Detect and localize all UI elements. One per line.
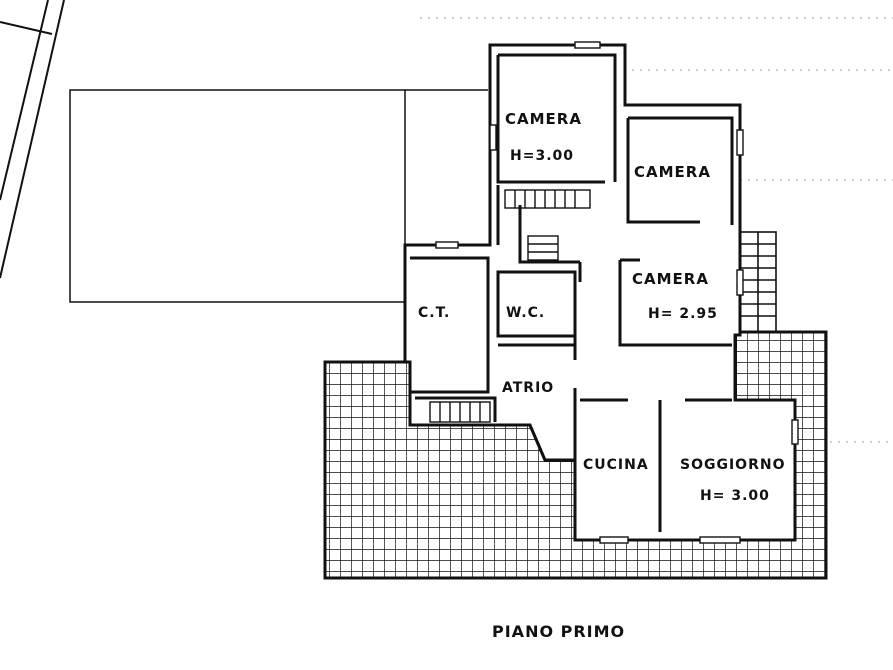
room-height-camera-3: H= 2.95 [648, 306, 718, 322]
interior-walls [410, 53, 734, 532]
room-name-camera-2: CAMERA [634, 163, 711, 181]
boundary-lines [0, 0, 65, 279]
internal-stairs [429, 189, 591, 423]
room-labels: CAMERA H=3.00 CAMERA CAMERA H= 2.95 C.T.… [418, 110, 785, 504]
plan-title: PIANO PRIMO [492, 622, 625, 641]
room-name-wc: W.C. [506, 305, 545, 321]
external-stairs [739, 231, 777, 333]
room-name-atrio: ATRIO [502, 380, 554, 396]
room-name-soggiorno: SOGGIORNO [680, 457, 785, 473]
windows [435, 41, 799, 544]
room-name-camera-1: CAMERA [505, 110, 582, 128]
background-lines [420, 17, 893, 541]
room-name-camera-3: CAMERA [632, 270, 709, 288]
building-walls [403, 43, 797, 542]
room-height-soggiorno: H= 3.00 [700, 488, 770, 504]
room-name-ct: C.T. [418, 305, 450, 321]
room-name-cucina: CUCINA [583, 457, 649, 473]
room-height-camera-1: H=3.00 [510, 148, 574, 164]
